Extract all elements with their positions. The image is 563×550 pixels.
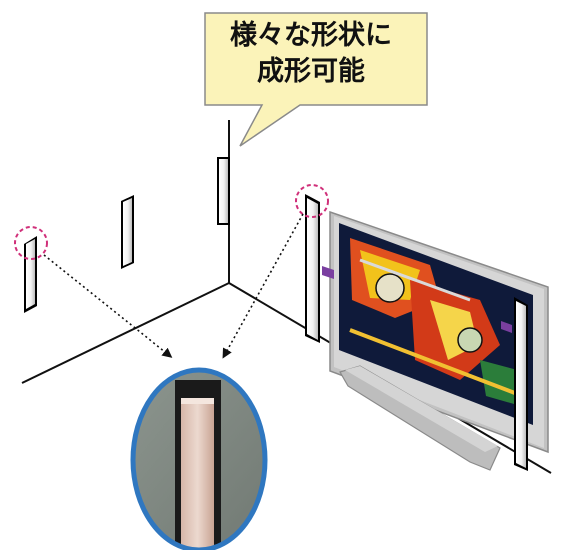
callout-line-2: 成形可能 [257,56,365,87]
speaker-bar-rear-left [121,195,134,269]
callout-text: 様々な形状に 成形可能 [200,18,422,90]
callout-line-1: 様々な形状に [230,20,392,51]
zoom-photo [130,367,268,550]
zoom-ring [130,367,268,550]
tv-artwork [349,238,528,408]
tv-accent-strip-right [501,321,512,333]
speaker-bar-rear-center [217,157,230,225]
callout-balloon [204,12,428,147]
highlight-circle-left [14,226,48,260]
speaker-bar-right-of-tv [514,297,528,471]
speaker-bar-left-of-tv [305,194,320,343]
highlight-circle-right [295,184,329,218]
pointer-arrow-right [222,213,304,359]
axis-left-floor [21,282,230,384]
tv-accent-strip [322,266,334,279]
tv-stand-top [345,366,498,452]
flat-screen-tv [322,210,549,471]
pointer-arrow-left [43,254,173,358]
speaker-bar-front-left [24,236,37,313]
